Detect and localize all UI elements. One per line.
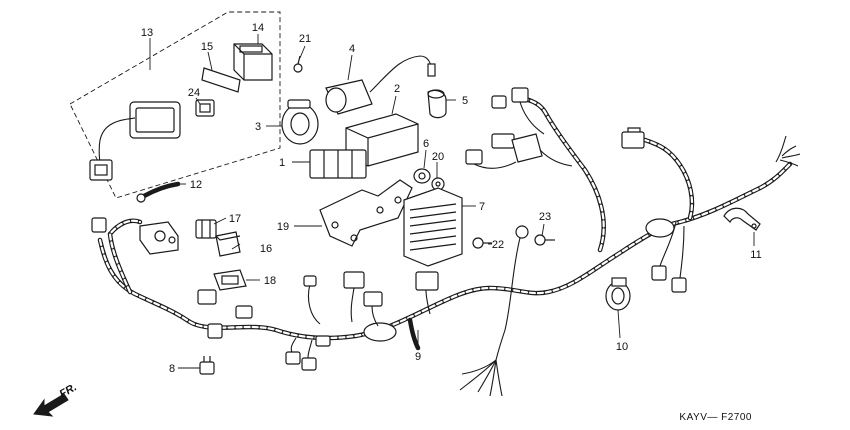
- callout-3: 3: [255, 121, 261, 133]
- part-21-screw: [293, 55, 303, 73]
- part-5-cap: [427, 89, 447, 119]
- part-7-regulator-rectifier: [403, 187, 463, 267]
- figure-code: KAYV— F2700: [679, 412, 752, 423]
- part-23-bolt: [534, 234, 555, 246]
- callout-8: 8: [169, 363, 175, 375]
- callout-5: 5: [462, 95, 468, 107]
- callout-17: 17: [229, 213, 241, 225]
- leader-lines: [149, 34, 755, 369]
- callout-4: 4: [349, 43, 355, 55]
- front-arrow: FR.: [33, 381, 79, 417]
- part-24-clip: [195, 99, 215, 117]
- subassembly-box: [69, 11, 281, 199]
- lower-left-connectors: [285, 335, 331, 371]
- callout-14: 14: [252, 22, 264, 34]
- callout-23: 23: [539, 211, 551, 223]
- left-harness-connector: [91, 217, 253, 339]
- wire-fan-bottom: [459, 359, 503, 397]
- callout-10: 10: [616, 341, 628, 353]
- callout-13: 13: [141, 27, 153, 39]
- callout-21: 21: [299, 33, 311, 45]
- callout-6: 6: [423, 138, 429, 150]
- part-3-holder: [281, 99, 319, 145]
- part-6-grommet: [413, 168, 431, 184]
- part-4-ignition-coil: [325, 55, 436, 115]
- callout-19: 19: [277, 221, 289, 233]
- callout-20: 20: [432, 151, 444, 163]
- part-13-relay-bracket: [89, 101, 181, 181]
- callout-7: 7: [479, 201, 485, 213]
- callout-12: 12: [190, 179, 202, 191]
- starter-relay: [139, 221, 179, 255]
- part-8-fuse: [199, 356, 215, 375]
- part-11-clamp: [723, 207, 761, 231]
- part-10-band: [605, 277, 631, 311]
- part-16-relay: [215, 231, 241, 257]
- part-12-ground-strap: [136, 181, 181, 203]
- part-1-connector-block: [309, 149, 367, 179]
- callout-15: 15: [201, 41, 213, 53]
- part-22-bolt: [472, 237, 492, 249]
- part-17-connector: [195, 219, 217, 239]
- callout-11: 11: [750, 249, 761, 261]
- part-19-bracket: [319, 179, 413, 247]
- callout-24: 24: [188, 87, 200, 99]
- callout-9: 9: [415, 351, 421, 363]
- ground-lead: [495, 225, 529, 361]
- top-right-connectors: [465, 87, 801, 293]
- callout-2: 2: [394, 83, 400, 95]
- part-15-strip: [201, 67, 241, 93]
- callout-labels: 1 2 3 4 5 6 7 8 9 10 11 12 13 14 15 16 1…: [141, 22, 762, 375]
- callout-22: 22: [492, 239, 504, 251]
- center-connectors: [303, 271, 439, 327]
- part-18-socket: [213, 269, 247, 291]
- part-20-collar: [431, 177, 445, 191]
- callout-18: 18: [264, 275, 276, 287]
- front-arrow-label: FR.: [58, 381, 79, 400]
- callout-1: 1: [279, 157, 285, 169]
- callout-16: 16: [260, 243, 272, 255]
- part-14-relay: [233, 43, 273, 81]
- main-wire-harness: [97, 95, 793, 351]
